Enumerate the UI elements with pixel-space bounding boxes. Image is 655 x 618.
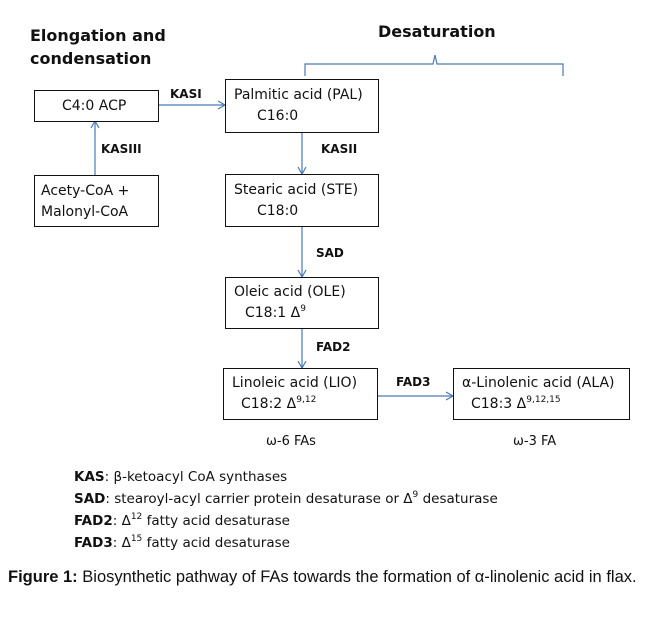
node-ole-formula-text: C18:1 Δ [245, 305, 301, 321]
figure-caption-label: Figure 1: [8, 568, 78, 586]
legend-sup: 12 [130, 512, 143, 522]
note-omega3: ω-3 FA [513, 434, 557, 449]
heading-desaturation: Desaturation [378, 22, 496, 41]
node-acetyl-line2: Malonyl-CoA [41, 204, 129, 220]
legend-text-after: desaturase [418, 491, 498, 507]
node-acetyl-line1: Acety-CoA + [41, 183, 130, 199]
legend-text: Δ [121, 535, 131, 551]
legend-sep: : [112, 535, 122, 551]
enzyme-label-fad2: FAD2 [316, 340, 351, 354]
legend-text: stearoyl-acyl carrier protein desaturase… [114, 491, 413, 507]
node-palmitic-acid: Palmitic acid (PAL) C16:0 [225, 79, 379, 133]
node-ole-formula: C18:1 Δ9 [245, 303, 306, 323]
node-ala-formula-sup: 9,12,15 [526, 395, 561, 405]
node-ste-name: Stearic acid (STE) [234, 182, 359, 198]
figure-caption: Figure 1: Biosynthetic pathway of FAs to… [8, 566, 653, 588]
node-linoleic-acid: Linoleic acid (LIO) C18:2 Δ9,12 [223, 368, 378, 420]
enzyme-label-fad3: FAD3 [396, 375, 431, 389]
legend-sup: 15 [130, 534, 143, 544]
legend-text: Δ [121, 513, 131, 529]
legend-text: β-ketoacyl CoA synthases [113, 469, 288, 485]
legend-item-fad3: FAD3: Δ15 fatty acid desaturase [74, 532, 290, 554]
node-c4-acp-label: C4:0 ACP [62, 98, 127, 114]
figure-caption-text: Biosynthetic pathway of FAs towards the … [77, 568, 637, 586]
node-lio-formula-text: C18:2 Δ [241, 396, 297, 412]
node-pal-name: Palmitic acid (PAL) [234, 87, 363, 103]
legend-term: SAD [74, 491, 106, 507]
enzyme-label-kasiii: KASIII [101, 142, 142, 156]
node-acetyl-malonyl-coa: Acety-CoA + Malonyl-CoA [34, 175, 159, 227]
heading-elongation: Elongation and condensation [30, 24, 166, 70]
enzyme-label-kasi: KASI [170, 87, 202, 101]
node-c4-acp: C4:0 ACP [34, 90, 159, 122]
enzyme-label-sad: SAD [316, 246, 344, 260]
legend-item-fad2: FAD2: Δ12 fatty acid desaturase [74, 510, 290, 532]
node-pal-formula: C16:0 [257, 108, 299, 124]
node-ole-name: Oleic acid (OLE) [234, 284, 346, 300]
node-ala-formula-text: C18:3 Δ [471, 396, 527, 412]
node-ole-formula-sup: 9 [300, 304, 306, 314]
legend-sep: : [112, 513, 122, 529]
enzyme-label-kasii: KASII [321, 142, 358, 156]
legend-text-after: fatty acid desaturase [142, 535, 290, 551]
legend-term: FAD2 [74, 513, 113, 529]
node-ste-formula: C18:0 [257, 203, 299, 219]
legend-term: KAS [74, 469, 105, 485]
node-stearic-acid: Stearic acid (STE) C18:0 [225, 174, 379, 227]
node-oleic-acid: Oleic acid (OLE) C18:1 Δ9 [225, 277, 379, 329]
node-lio-name: Linoleic acid (LIO) [232, 375, 358, 391]
legend-sup: 9 [412, 490, 419, 500]
legend-sep: : [104, 469, 114, 485]
heading-elongation-line1: Elongation and [30, 26, 166, 45]
node-lio-formula: C18:2 Δ9,12 [241, 394, 316, 414]
legend-term: FAD3 [74, 535, 113, 551]
legend-item-kas: KAS: β-ketoacyl CoA synthases [74, 466, 287, 488]
legend-text-after: fatty acid desaturase [142, 513, 290, 529]
legend-item-sad: SAD: stearoyl-acyl carrier protein desat… [74, 488, 498, 510]
heading-elongation-line2: condensation [30, 49, 152, 68]
node-alpha-linolenic-acid: α-Linolenic acid (ALA) C18:3 Δ9,12,15 [453, 368, 630, 420]
node-ala-formula: C18:3 Δ9,12,15 [471, 394, 561, 414]
node-lio-formula-sup: 9,12 [296, 395, 317, 405]
note-omega6: ω-6 FAs [266, 434, 316, 449]
desaturation-brace [304, 54, 564, 76]
node-ala-name: α-Linolenic acid (ALA) [462, 375, 615, 391]
legend-sep: : [105, 491, 115, 507]
